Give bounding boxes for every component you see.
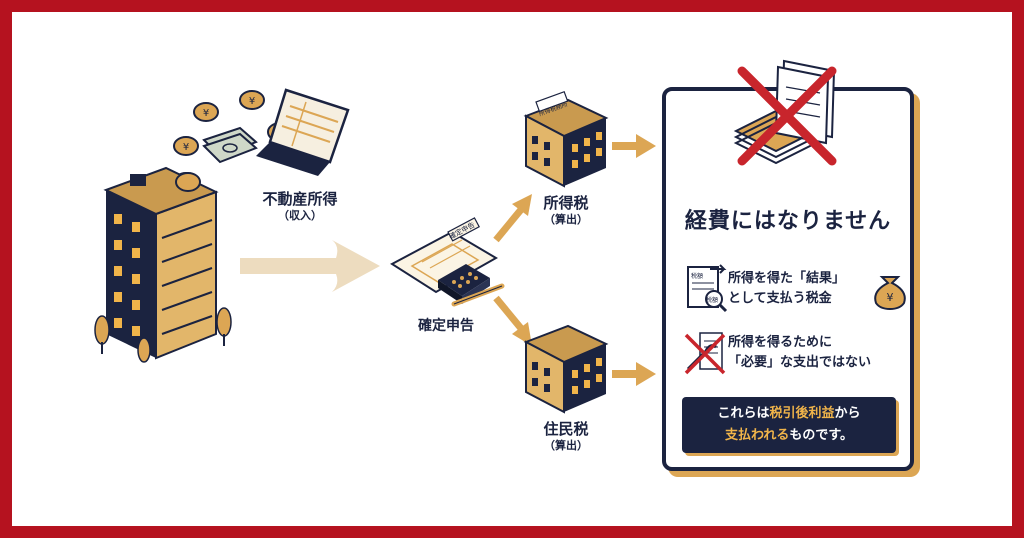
wrench-icon [684,332,726,375]
after-tax-banner: これらは税引後利益から 支払われるものです。 [682,397,896,453]
arrow-to-card-top [612,134,656,158]
laptop-icon [256,88,350,176]
arrow-to-resident-tax [493,295,532,346]
income-title: 不動産所得 [262,190,338,208]
reason-result-line1: 所得を得た「結果」 [728,271,846,286]
banner-highlight-paid: 支払われる [724,428,790,443]
banner-line2: 支払われるものです。 [682,425,896,447]
magnifier-icon [687,264,728,313]
svg-text:¥: ¥ [887,291,894,304]
income-tax-label: 所得税 （算出） [526,194,606,227]
reason-result-line2: として支払う税金 [728,291,832,306]
arrow-to-card-bottom [612,362,656,386]
filing-label: 確定申告 [418,318,474,334]
income-label: 不動産所得 （収入） [250,190,350,223]
tax-form-icon [390,217,498,294]
banner-text-d: ものです。 [789,428,854,443]
tax-office-icon [523,324,609,414]
doc-label-2: 税額 [706,297,719,304]
svg-text:¥: ¥ [249,96,255,107]
income-tax-title: 所得税 [543,194,589,212]
resident-tax-sub: （算出） [544,438,588,452]
diagram-canvas: ¥ ¥ ¥ ¥ ¥ [12,12,1012,526]
coin-icon [175,172,201,192]
resident-tax-label: 住民税 （算出） [526,420,606,453]
card-title: 経費にはなりません [684,209,892,234]
banner-highlight-after-tax: 税引後利益 [769,406,835,421]
coin-icon: ¥ [173,136,199,156]
banner-line1: これらは税引後利益から [682,403,896,425]
resident-tax-title: 住民税 [543,420,589,438]
pen-icon [451,283,505,307]
not-expense-card: 経費にはなりません 税額 税額 所得を得た「結果」 として支払う税金 ¥ [662,59,914,471]
reason-result: 所得を得た「結果」 として支払う税金 [728,269,845,309]
money-bag-icon: ¥ [874,276,906,311]
doc-label-1: 税額 [691,273,704,280]
reason-necessary: 所得を得るために 「必要」な支出ではない [728,333,871,373]
banknote-icon [202,126,258,164]
arrow-to-income-tax [493,194,532,243]
reason-necessary-line1: 所得を得るために [728,335,833,350]
svg-text:¥: ¥ [183,142,189,153]
banner-text-a: これらは [717,406,770,421]
banner-text-c: から [834,406,861,421]
reason-necessary-line2: 「必要」な支出ではない [728,355,872,370]
svg-text:¥: ¥ [203,108,209,119]
income-sub: （収入） [278,208,322,222]
flow-arrow [240,240,380,292]
tax-office-icon [523,90,609,188]
document-cross-icon [733,59,837,166]
building-icon [94,166,232,363]
coin-icon: ¥ [239,90,265,110]
income-tax-sub: （算出） [544,212,588,226]
coin-icon: ¥ [193,102,219,122]
